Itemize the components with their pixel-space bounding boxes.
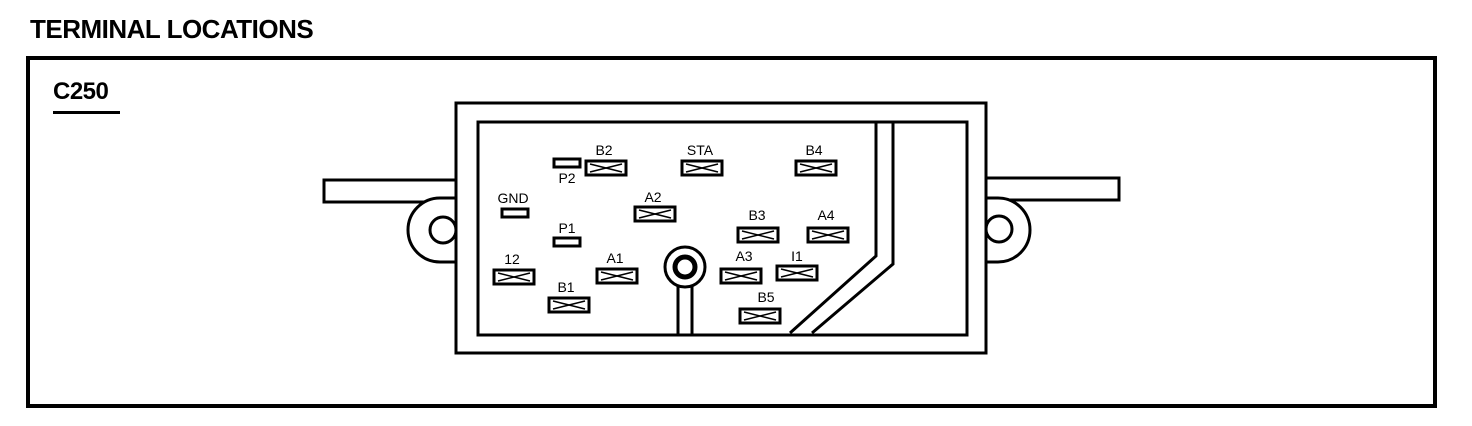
terminal-b4: B4 xyxy=(794,142,838,177)
terminal-gnd: GND xyxy=(497,190,530,219)
terminal-12: 12 xyxy=(492,251,536,286)
connector-id-underline xyxy=(53,111,120,114)
terminal-i1: I1 xyxy=(775,248,819,282)
right-mounting-ear xyxy=(984,196,1032,264)
terminal-label: 12 xyxy=(504,251,520,267)
terminal-b3: B3 xyxy=(736,207,780,244)
terminal-a1: A1 xyxy=(595,250,639,285)
terminal-label: B4 xyxy=(805,142,822,158)
keying-rail-outer xyxy=(811,122,895,335)
terminal-a2: A2 xyxy=(633,189,677,223)
right-mounting-flange xyxy=(980,176,1121,202)
center-bolt xyxy=(663,245,707,337)
terminal-label: GND xyxy=(497,190,528,206)
connector-id: C250 xyxy=(53,78,109,105)
terminal-a3: A3 xyxy=(719,248,763,285)
terminal-label: A4 xyxy=(817,207,834,223)
left-mounting-ear xyxy=(406,196,460,264)
terminal-label: A1 xyxy=(606,250,623,266)
terminal-label: STA xyxy=(687,142,714,158)
terminal-sta: STA xyxy=(680,142,724,177)
terminal-b5: B5 xyxy=(738,289,782,325)
terminal-label: B2 xyxy=(595,142,612,158)
diagram-frame xyxy=(26,56,1437,408)
terminal-label: B1 xyxy=(557,279,574,295)
terminal-label: P2 xyxy=(558,170,575,186)
keying-rail-inner xyxy=(788,122,878,335)
terminal-b1: B1 xyxy=(547,279,591,314)
terminal-label: P1 xyxy=(558,220,575,236)
terminal-a4: A4 xyxy=(806,207,850,244)
terminal-label: A2 xyxy=(644,189,661,205)
terminal-label: I1 xyxy=(791,248,803,264)
terminal-p2: P2 xyxy=(552,157,582,186)
terminal-p1: P1 xyxy=(552,220,582,248)
terminal-label: B3 xyxy=(748,207,765,223)
page-title: TERMINAL LOCATIONS xyxy=(30,14,314,44)
terminal-label: B5 xyxy=(757,289,774,305)
terminal-label: A3 xyxy=(735,248,752,264)
terminal-b2: B2 xyxy=(584,142,628,177)
